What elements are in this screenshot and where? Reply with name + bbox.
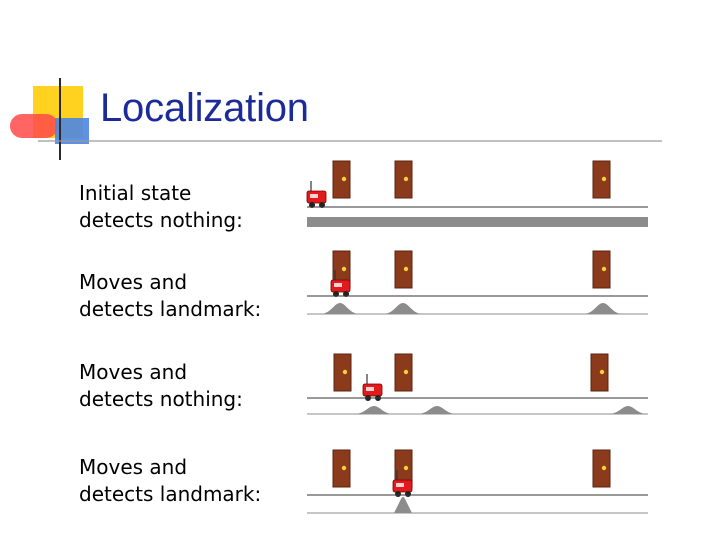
step-4-label: Moves and detects landmark: (79, 454, 261, 508)
row1-door-3-icon (592, 160, 611, 199)
row2-belief (307, 303, 648, 315)
row3-robot-icon (362, 374, 383, 401)
row1-robot-icon (306, 181, 327, 208)
row4-door-3-icon (592, 449, 611, 488)
row3-door-3-icon (590, 353, 609, 392)
step-3-label: Moves and detects nothing: (79, 359, 243, 413)
row4-belief (307, 497, 648, 514)
row1-door-1-icon (332, 160, 351, 199)
step-4-line1: Moves and (79, 455, 188, 479)
row3-door-2-icon (394, 353, 413, 392)
row3-belief-peak-3 (608, 406, 648, 414)
row4-door-1-icon (332, 449, 351, 488)
row3-belief-peak-1 (354, 406, 394, 414)
step-2-line2: detects landmark: (79, 297, 262, 321)
row1-uniform-belief (307, 217, 648, 227)
row3-belief (307, 406, 648, 415)
row2-belief-peak-3 (583, 303, 623, 314)
row4-belief-peak-1 (394, 497, 412, 513)
row3-door-1-icon (333, 353, 352, 392)
red-bar (10, 114, 58, 138)
row3-belief-peak-2 (417, 406, 457, 414)
step-4-line2: detects landmark: (79, 482, 262, 506)
row2-belief-peak-2 (383, 303, 423, 314)
row2-belief-peak-1 (320, 303, 360, 314)
row1-door-2-icon (394, 160, 413, 199)
row2-door-3-icon (592, 250, 611, 289)
step-3-line1: Moves and (79, 360, 188, 384)
row2-door-2-icon (394, 250, 413, 289)
step-1-line2: detects nothing: (79, 208, 243, 232)
page-title: Localization (100, 86, 309, 130)
step-1-line1: Initial state (79, 181, 192, 205)
step-2-line1: Moves and (79, 270, 188, 294)
step-2-label: Moves and detects landmark: (79, 269, 261, 323)
step-1-label: Initial state detects nothing: (79, 180, 243, 234)
step-3-line2: detects nothing: (79, 387, 243, 411)
